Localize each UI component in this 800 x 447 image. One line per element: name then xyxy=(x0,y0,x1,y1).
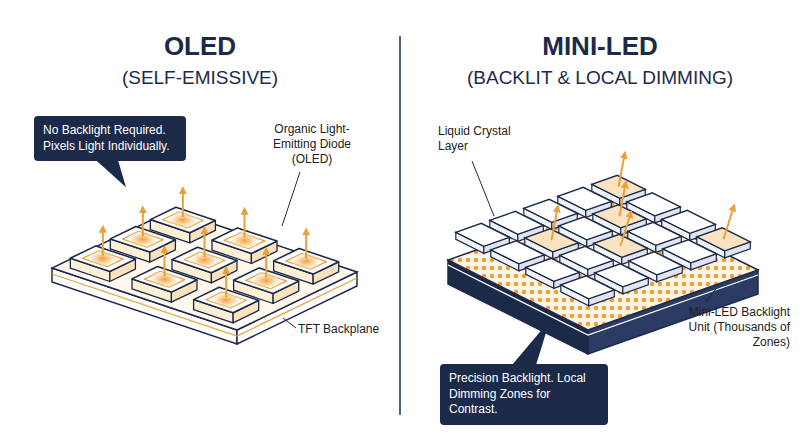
panel-title: OLED xyxy=(100,30,300,63)
panel-title: MINI-LED xyxy=(500,30,700,63)
light-arrow xyxy=(305,231,307,258)
part-label: Liquid Crystal Layer xyxy=(438,124,530,154)
part-label: Organic Light-Emitting Diode (OLED) xyxy=(256,122,368,167)
light-arrow xyxy=(724,207,734,239)
light-arrow xyxy=(265,251,267,278)
part-label: TFT Backplane xyxy=(298,322,398,337)
divider-line xyxy=(399,36,401,415)
callout-box: No Backlight Required. Pixels Light Indi… xyxy=(34,116,186,161)
light-arrow xyxy=(225,270,227,297)
leader-line xyxy=(706,289,716,302)
leader-line xyxy=(282,172,300,226)
oled-pixel xyxy=(132,249,197,302)
callout-text: Precision Backlight. Local Dimming Zones… xyxy=(449,371,599,418)
tile-top xyxy=(526,258,580,281)
light-arrow xyxy=(244,211,246,238)
pointer-shape xyxy=(512,320,550,365)
light-arrow xyxy=(552,208,558,240)
light-arrow xyxy=(164,249,166,276)
tile-top xyxy=(491,241,545,264)
light-arrow xyxy=(204,230,206,257)
callout-pointer xyxy=(440,364,441,365)
oled-pixel xyxy=(194,270,259,323)
tile-top xyxy=(456,223,510,246)
callout-pointer xyxy=(34,116,35,117)
light-arrow xyxy=(182,190,184,217)
panel-subtitle: (SELF-EMISSIVE) xyxy=(60,66,340,90)
pointer-shape xyxy=(96,160,126,187)
callout-text: No Backlight Required. Pixels Light Indi… xyxy=(43,123,177,154)
light-arrow xyxy=(619,155,625,187)
light-arrow xyxy=(102,229,104,256)
callout-box: Precision Backlight. Local Dimming Zones… xyxy=(440,364,608,425)
light-arrow xyxy=(142,209,144,236)
leader-line xyxy=(283,318,296,328)
lc-tile xyxy=(561,276,615,306)
light-arrow xyxy=(621,214,631,246)
panel-subtitle: (BACKLIT & LOCAL DIMMING) xyxy=(420,66,780,90)
tile-top xyxy=(561,276,615,299)
leader-line xyxy=(472,161,494,216)
oled-pixel xyxy=(70,229,135,282)
oled-illustration xyxy=(52,190,357,344)
part-label: Mini-LED Backlight Unit (Thousands of Zo… xyxy=(666,305,790,350)
light-arrow xyxy=(620,184,626,216)
backplane-top xyxy=(52,210,357,330)
